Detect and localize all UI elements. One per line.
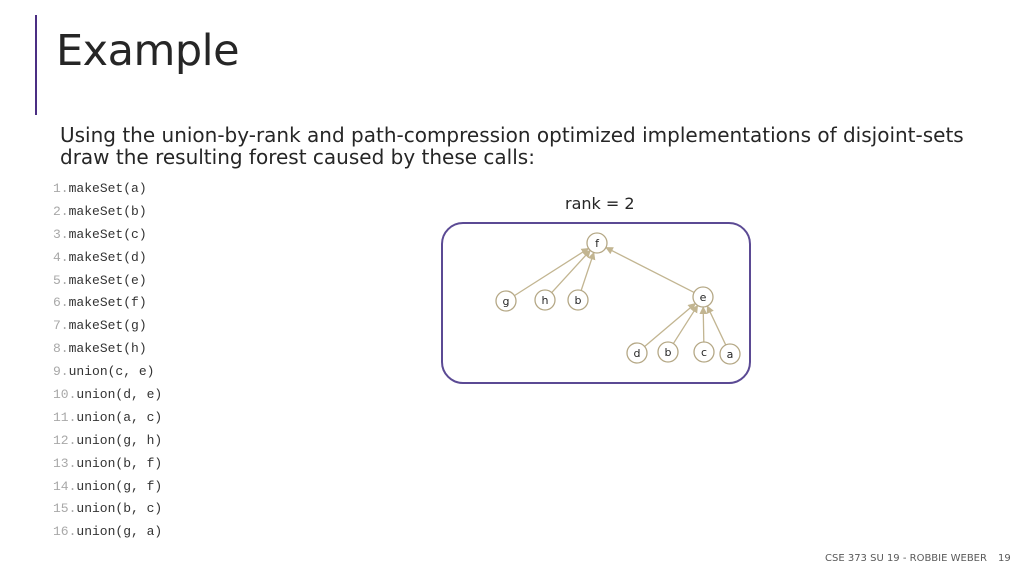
node-circle xyxy=(495,290,517,312)
line-number: 13. xyxy=(53,455,77,471)
line-number: 9. xyxy=(53,364,69,380)
code-text: union(b, c) xyxy=(76,501,163,517)
node-label: b xyxy=(575,294,582,307)
code-text: makeSet(f) xyxy=(68,295,147,311)
line-number: 4. xyxy=(53,249,69,265)
line-number: 14. xyxy=(53,478,77,494)
code-text: union(g, a) xyxy=(76,524,163,540)
edge-c-to-e xyxy=(699,306,708,343)
code-text: makeSet(b) xyxy=(68,203,147,219)
code-line: 9.union(c, e) xyxy=(53,361,162,384)
line-number: 1. xyxy=(53,181,69,196)
node-circle xyxy=(586,232,608,254)
code-line: 1.makeSet(a) xyxy=(53,178,162,201)
page-number: 19 xyxy=(998,553,1011,564)
code-text: union(d, e) xyxy=(76,387,163,403)
forest-box xyxy=(441,222,751,384)
code-text: makeSet(d) xyxy=(68,249,147,265)
node-circle xyxy=(567,289,589,311)
code-line: 10.union(d, e) xyxy=(53,384,162,407)
code-line: 6.makeSet(f) xyxy=(53,292,162,315)
node-c: c xyxy=(693,341,715,363)
node-circle xyxy=(657,341,679,363)
code-line: 14.union(g, f) xyxy=(53,476,162,499)
code-line: 8.makeSet(h) xyxy=(53,338,162,361)
node-circle xyxy=(692,286,714,308)
code-line: 15.union(b, c) xyxy=(53,498,162,521)
line-number: 16. xyxy=(53,524,77,540)
code-line: 3.makeSet(c) xyxy=(53,224,162,247)
code-text: union(c, e) xyxy=(68,364,155,380)
line-number: 11. xyxy=(53,409,77,425)
line-number: 15. xyxy=(53,501,77,517)
line-number: 12. xyxy=(53,432,77,448)
node-label: d xyxy=(634,347,641,360)
node-circle xyxy=(693,341,715,363)
footer-text: CSE 373 SU 19 - ROBBIE WEBER xyxy=(825,553,987,564)
node-circle xyxy=(534,289,556,311)
node-a: a xyxy=(719,343,741,365)
code-text: makeSet(h) xyxy=(68,341,147,357)
code-text: makeSet(g) xyxy=(68,318,147,334)
edge-d-to-e xyxy=(644,302,696,348)
code-line: 16.union(g, a) xyxy=(53,521,162,544)
line-number: 8. xyxy=(53,341,69,357)
line-number: 3. xyxy=(53,226,69,242)
edge-a-to-e xyxy=(706,305,727,346)
node-f: f xyxy=(586,232,608,254)
node-label: h xyxy=(542,294,549,307)
node-label: g xyxy=(503,295,510,308)
edge-h-to-f xyxy=(551,249,591,294)
rank-label: rank = 2 xyxy=(565,194,635,213)
node-d: d xyxy=(626,342,648,364)
line-number: 7. xyxy=(53,318,69,334)
node-e: e xyxy=(692,286,714,308)
node-label: f xyxy=(595,237,600,250)
code-text: makeSet(a) xyxy=(68,181,147,196)
edge-b2-to-e xyxy=(672,304,699,344)
node-label: e xyxy=(700,291,707,304)
node-label: c xyxy=(701,346,707,359)
code-text: union(g, f) xyxy=(76,478,163,494)
edge-e-to-f xyxy=(605,246,695,294)
code-text: union(a, c) xyxy=(76,409,163,425)
code-text: makeSet(c) xyxy=(68,226,147,242)
code-text: union(g, h) xyxy=(76,432,163,448)
line-number: 2. xyxy=(53,203,69,219)
line-number: 6. xyxy=(53,295,69,311)
node-g: g xyxy=(495,290,517,312)
node-label: a xyxy=(727,348,734,361)
code-line: 5.makeSet(e) xyxy=(53,270,162,293)
node-circle xyxy=(626,342,648,364)
code-line: 2.makeSet(b) xyxy=(53,201,162,224)
line-number: 5. xyxy=(53,272,69,288)
code-text: union(b, f) xyxy=(76,455,163,471)
node-h: h xyxy=(534,289,556,311)
node-label: b xyxy=(665,346,672,359)
node-b1: b xyxy=(567,289,589,311)
node-circle xyxy=(719,343,741,365)
edge-b1-to-f xyxy=(580,251,596,291)
edge-g-to-f xyxy=(514,247,590,297)
code-text: makeSet(e) xyxy=(68,272,147,288)
title-accent-bar xyxy=(35,15,37,115)
node-b2: b xyxy=(657,341,679,363)
code-line: 7.makeSet(g) xyxy=(53,315,162,338)
code-line: 11.union(a, c) xyxy=(53,407,162,430)
code-listing: 1.makeSet(a)2.makeSet(b)3.makeSet(c)4.ma… xyxy=(53,178,162,544)
line-number: 10. xyxy=(53,387,77,403)
code-line: 4.makeSet(d) xyxy=(53,247,162,270)
slide-title: Example xyxy=(56,26,240,76)
code-line: 13.union(b, f) xyxy=(53,453,162,476)
slide-instructions: Using the union-by-rank and path-compres… xyxy=(60,123,964,169)
code-line: 12.union(g, h) xyxy=(53,430,162,453)
